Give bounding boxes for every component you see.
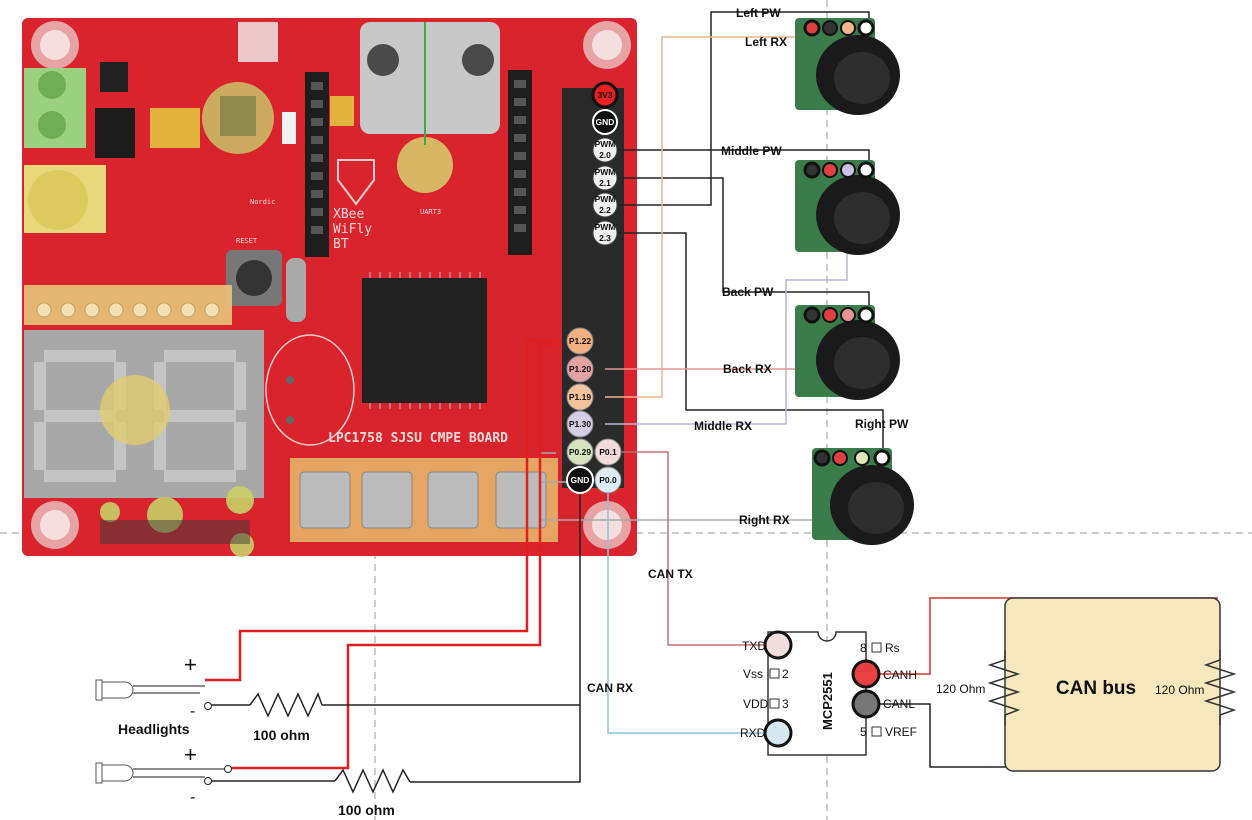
resistor-left: [987, 650, 1021, 725]
pin-pwm23-l1: PWM: [595, 222, 616, 232]
mcp-vss: Vss: [743, 667, 763, 681]
minus-sign-2: -: [190, 789, 195, 806]
mcp-pin3: 3: [782, 697, 789, 711]
mcp-pin8: 8: [860, 641, 867, 655]
label-back-pw: Back PW: [722, 285, 774, 299]
header-pins: 3V3 GND PWM 2.0 PWM 2.1 PWM 2.2 PWM 2.3 …: [566, 81, 622, 494]
pin-pwm22-l2: 2.2: [599, 205, 611, 215]
resistor-100-ohm-1: [249, 692, 323, 718]
can-res-left-label: 120 Ohm: [936, 682, 985, 696]
mcp-pin5: 5: [860, 725, 867, 739]
can-bus-block: CAN bus 120 Ohm 120 Ohm: [936, 597, 1237, 772]
headlights-label: Headlights: [118, 721, 190, 737]
res2-label: 100 ohm: [338, 802, 395, 818]
pin-p01: P0.1: [599, 447, 617, 457]
left-pw-wire: [605, 11, 870, 206]
sensor-middle: [795, 160, 900, 255]
mcp-rs: Rs: [885, 641, 900, 655]
can-rx-wire: [607, 481, 770, 734]
pin-p029: P0.29: [569, 447, 591, 457]
pin-gnd-bottom: GND: [571, 475, 590, 485]
sensor-back: [795, 305, 900, 400]
xbee-line-3: BT: [333, 237, 349, 252]
label-right-rx: Right RX: [739, 513, 790, 527]
lpc1758-board: XBee WiFly BT Nordic RESET UART3 LPC1758…: [22, 18, 637, 557]
resistor-right: [1203, 650, 1237, 725]
led-labels: + - Headlights 100 ohm + - 100 ohm: [118, 652, 395, 818]
pin-gnd-top: GND: [596, 117, 615, 127]
label-can-rx: CAN RX: [587, 681, 633, 695]
xbee-line-2: WiFly: [333, 222, 372, 237]
mounting-holes: [31, 21, 631, 549]
xbee-line-1: XBee: [333, 207, 364, 222]
pin-pwm20-l1: PWM: [595, 139, 616, 149]
middle-pw-wire: [605, 149, 870, 162]
headlight-led-1: [95, 679, 212, 710]
sensor-labels: Left PW Left RX Middle PW Back PW Back R…: [587, 6, 909, 695]
plus-sign-2: +: [184, 742, 197, 767]
sensor-left: [795, 18, 900, 115]
label-right-pw: Right PW: [855, 417, 909, 431]
resistor-100-ohm-2: [334, 768, 411, 794]
mcp-rxd: RXD: [740, 726, 766, 740]
uart3-label: UART3: [420, 208, 441, 216]
plus-sign-1: +: [184, 652, 197, 677]
mcp-canl: CANL: [883, 697, 915, 711]
label-left-pw: Left PW: [736, 6, 781, 20]
right-pw-wire: [605, 232, 884, 448]
res1-label: 100 ohm: [253, 727, 310, 743]
mcp2551-name: MCP2551: [820, 672, 835, 730]
ground-wire-2: [410, 705, 581, 783]
jtag-header: [24, 285, 232, 325]
can-tx-wire: [622, 451, 770, 646]
mcp-vref: VREF: [885, 725, 917, 739]
headlight-2-wire: [226, 343, 555, 770]
pin-p130: P1.30: [569, 419, 591, 429]
pin-p120: P1.20: [569, 364, 591, 374]
battery-holder: [360, 22, 500, 134]
headlight-1-wire: [205, 339, 555, 682]
mcp-vdd: VDD: [743, 697, 769, 711]
pin-pwm22-l1: PWM: [595, 194, 616, 204]
label-middle-rx: Middle RX: [694, 419, 752, 433]
label-back-rx: Back RX: [723, 362, 772, 376]
pin-p122: P1.22: [569, 336, 591, 346]
label-can-tx: CAN TX: [648, 567, 693, 581]
pin-p119: P1.19: [569, 392, 591, 402]
pin-pwm20-l2: 2.0: [599, 150, 611, 160]
mcp2551-chip: MCP2551 TXD Vss 2 VDD 3 RXD 8 Rs CANH CA…: [740, 630, 917, 756]
label-middle-pw: Middle PW: [721, 144, 782, 158]
headlight-led-2: [95, 762, 335, 785]
lpc1758-chip: [362, 278, 487, 403]
mcp-txd: TXD: [742, 639, 766, 653]
nordic-label: Nordic: [250, 198, 275, 206]
pin-pwm23-l2: 2.3: [599, 233, 611, 243]
can-bus-title: CAN bus: [1056, 678, 1136, 699]
pin-pwm21-l1: PWM: [595, 167, 616, 177]
reset-label: RESET: [236, 237, 258, 245]
mcp-canh: CANH: [883, 668, 917, 682]
minus-sign-1: -: [190, 703, 195, 720]
sensor-right: [812, 448, 914, 545]
pin-3v3: 3V3: [597, 90, 612, 100]
label-left-rx: Left RX: [745, 35, 787, 49]
board-title: LPC1758 SJSU CMPE BOARD: [328, 431, 508, 446]
can-res-right-label: 120 Ohm: [1155, 683, 1204, 697]
mcp-pin2: 2: [782, 667, 789, 681]
back-pw-wire: [605, 177, 870, 305]
pin-p00: P0.0: [599, 475, 617, 485]
pin-pwm21-l2: 2.1: [599, 178, 611, 188]
